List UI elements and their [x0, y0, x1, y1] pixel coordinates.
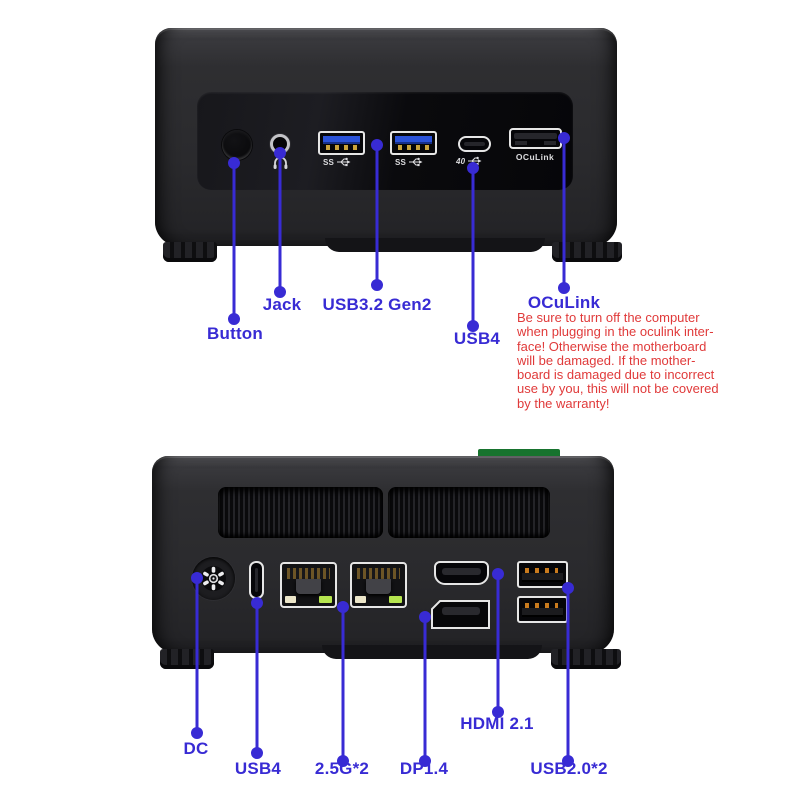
usb-2-port-2 [517, 596, 568, 623]
headphone-icon [273, 156, 288, 169]
usb40-text: 40 [456, 156, 466, 166]
usb-a-tongue [522, 608, 563, 617]
label-jack: Jack [262, 295, 302, 314]
usb-c-slot [464, 142, 485, 146]
rj45-tab [296, 579, 321, 594]
ss-usb-text: SS [323, 157, 335, 167]
hdmi-slot [442, 568, 481, 575]
audio-jack-port [270, 134, 290, 154]
warning-line: by the warranty! [517, 395, 610, 411]
usb-trident-icon [409, 157, 423, 167]
usb-a-3-port-2 [390, 131, 437, 155]
oculink-tab [544, 141, 556, 145]
usb-c-slot [255, 568, 258, 592]
usb-2-port-1 [517, 561, 568, 588]
label-usb32: USB3.2 Gen2 [322, 295, 432, 314]
rear-device-chassis [152, 456, 614, 653]
hdmi-port [434, 561, 489, 585]
rj45-led-right [389, 596, 402, 603]
label-dp: DP1.4 [399, 759, 449, 778]
label-dc: DC [183, 739, 209, 758]
rj45-led-right [319, 596, 332, 603]
usb-a-3-port-1 [318, 131, 365, 155]
front-device-foot-right [552, 242, 622, 262]
usb-a-pins [326, 145, 359, 150]
rj45-led-left [285, 596, 296, 603]
front-device-base-arc [325, 238, 545, 252]
rear-device-base-arc [322, 645, 542, 659]
rj45-pins [357, 568, 400, 579]
usb-trident-icon [337, 157, 351, 167]
label-usb4-front: USB4 [453, 329, 501, 348]
power-button [222, 130, 252, 160]
usb-a-tongue [522, 573, 563, 582]
ss-usb-icon: SS [323, 157, 351, 167]
rear-device-foot-right [551, 649, 621, 669]
usb40-icon: 40 [456, 156, 482, 166]
ss-usb-icon: SS [395, 157, 423, 167]
oculink-slot [514, 133, 557, 139]
label-usb2: USB2.0*2 [530, 759, 608, 778]
rj45-led-left [355, 596, 366, 603]
vent-grille-right [388, 487, 550, 538]
oculink-port-text: OCuLink [515, 152, 555, 162]
label-lan: 2.5G*2 [314, 759, 370, 778]
oculink-port [509, 128, 562, 149]
usb-a-tongue [323, 136, 360, 144]
ethernet-port-1 [280, 562, 337, 608]
usb-a-pins [398, 145, 431, 150]
warning-line: face! Otherwise the motherboard [517, 338, 707, 354]
ethernet-port-2 [350, 562, 407, 608]
usb-trident-icon [468, 156, 482, 166]
front-device-foot-left [163, 242, 217, 262]
usb-a-pins [525, 568, 558, 573]
rear-device-foot-left [160, 649, 214, 669]
label-hdmi: HDMI 2.1 [460, 714, 534, 733]
oculink-tab [515, 141, 527, 145]
label-button: Button [207, 324, 263, 343]
oculink-warning-text: Be sure to turn off the computer when pl… [517, 310, 719, 411]
displayport-port [431, 600, 490, 629]
rear-board-edge [478, 449, 560, 460]
usb-a-pins [525, 603, 558, 608]
vent-grille-left [218, 487, 383, 538]
rj45-pins [287, 568, 330, 579]
warning-line: board is damaged due to incorrect [517, 367, 715, 383]
warning-line: when plugging in the oculink inter- [517, 324, 714, 340]
usb-a-tongue [395, 136, 432, 144]
warning-line: Be sure to turn off the computer [517, 310, 700, 325]
ss-usb-text: SS [395, 157, 407, 167]
label-oculink: OCuLink [527, 293, 601, 312]
usb4-type-c-port-rear [249, 561, 264, 599]
label-usb4-rear: USB4 [234, 759, 282, 778]
usb4-type-c-port-front [458, 136, 491, 152]
warning-line: use by you, this will not be covered [517, 381, 719, 397]
warning-line: will be damaged. If the mother- [517, 352, 696, 368]
dc-connector-icon [201, 566, 226, 591]
rj45-tab [366, 579, 391, 594]
